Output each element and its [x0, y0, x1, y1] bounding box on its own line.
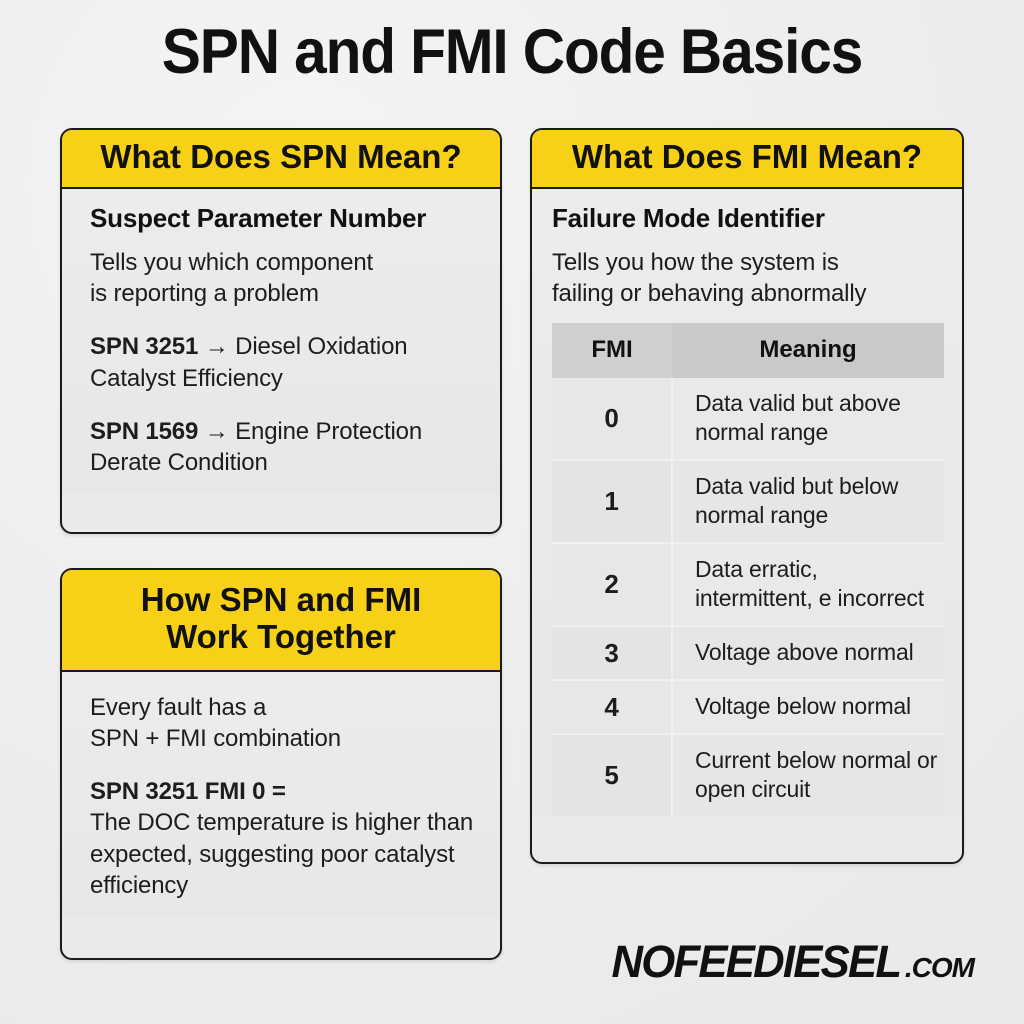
- spn-example-2-code: SPN 1569: [90, 417, 199, 445]
- spn-description-line-2: is reporting a problem: [90, 280, 319, 308]
- table-row: 5 Current below normal or open circuit: [552, 733, 944, 817]
- fmi-description: Tells you how the system is failing or b…: [552, 247, 944, 309]
- how-intro-line-2: SPN + FMI combination: [90, 725, 341, 753]
- spn-example-2: SPN 1569 → Engine Protection Derate Cond…: [90, 416, 474, 478]
- card-spn-header: What Does SPN Mean?: [62, 130, 500, 189]
- fmi-meaning-cell: Data erratic, intermittent, e incorrect: [672, 542, 944, 627]
- brand-logo-tld: .COM: [904, 952, 975, 983]
- spn-example-1-code: SPN 3251: [90, 333, 199, 361]
- fmi-description-line-2: failing or behaving abnormally: [552, 280, 867, 308]
- table-row: 3 Voltage above normal: [552, 625, 944, 681]
- column-header-meaning: Meaning: [672, 323, 944, 379]
- table-row: 0 Data valid but above normal range: [552, 378, 944, 461]
- spn-description-line-1: Tells you which component: [90, 248, 374, 276]
- fmi-code-cell: 2: [552, 542, 673, 627]
- brand-logo: NOFEEDIESEL.COM: [574, 936, 975, 988]
- how-intro-line-1: Every fault has a: [90, 693, 267, 721]
- card-how-header-line-1: How SPN and FMI: [140, 581, 422, 618]
- fmi-meaning-cell: Voltage below normal: [672, 679, 944, 735]
- card-how-spn-and-fmi-work-together: How SPN and FMI Work Together Every faul…: [60, 568, 502, 960]
- spn-subheading: Suspect Parameter Number: [90, 202, 427, 233]
- table-header-row: FMI Meaning: [552, 323, 944, 379]
- card-how-header-line-2: Work Together: [166, 617, 396, 655]
- fmi-description-line-1: Tells you how the system is: [552, 248, 839, 276]
- how-example-text: The DOC temperature is higher than expec…: [90, 809, 474, 899]
- fmi-code-cell: 5: [552, 733, 673, 817]
- fmi-meaning-cell: Current below normal or open circuit: [672, 733, 944, 817]
- spn-description: Tells you which component is reporting a…: [90, 247, 474, 309]
- fmi-code-cell: 4: [552, 679, 673, 735]
- page-title: SPN and FMI Code Basics: [161, 17, 863, 87]
- fmi-code-cell: 3: [552, 625, 673, 681]
- card-what-does-fmi-mean: What Does FMI Mean? Failure Mode Identif…: [530, 128, 964, 864]
- how-intro: Every fault has a SPN + FMI combination: [90, 692, 474, 754]
- card-what-does-spn-mean: What Does SPN Mean? Suspect Parameter Nu…: [60, 128, 502, 534]
- table-row: 2 Data erratic, intermittent, e incorrec…: [552, 542, 944, 627]
- how-example: SPN 3251 FMI 0 = The DOC temperature is …: [90, 776, 474, 901]
- card-how-body: Every fault has a SPN + FMI combination …: [62, 671, 500, 918]
- spn-example-1-meaning: Diesel Oxidation Catalyst Efficiency: [90, 333, 408, 392]
- fmi-subheading: Failure Mode Identifier: [552, 202, 825, 233]
- brand-logo-name: NOFEEDIESEL: [611, 936, 903, 987]
- card-fmi-header: What Does FMI Mean?: [532, 130, 962, 189]
- fmi-code-cell: 1: [552, 459, 673, 544]
- spn-example-1: SPN 3251 → Diesel Oxidation Catalyst Eff…: [90, 331, 474, 393]
- card-spn-body: Suspect Parameter Number Tells you which…: [62, 188, 500, 495]
- fmi-meaning-cell: Data valid but above normal range: [672, 378, 944, 461]
- column-header-fmi: FMI: [552, 323, 672, 379]
- card-fmi-body: Failure Mode Identifier Tells you how th…: [532, 188, 962, 817]
- fmi-code-table: FMI Meaning 0 Data valid but above norma…: [552, 323, 944, 817]
- how-example-code: SPN 3251 FMI 0 =: [90, 778, 286, 806]
- spn-example-2-meaning: Engine Protection Derate Condition: [90, 417, 423, 476]
- card-how-header: How SPN and FMI Work Together: [62, 570, 500, 672]
- arrow-right-icon: →: [204, 417, 229, 445]
- fmi-meaning-cell: Voltage above normal: [672, 625, 944, 681]
- table-row: 1 Data valid but below normal range: [552, 459, 944, 544]
- table-row: 4 Voltage below normal: [552, 679, 944, 735]
- arrow-right-icon: →: [204, 333, 229, 361]
- fmi-meaning-cell: Data valid but below normal range: [672, 459, 944, 544]
- fmi-table-body: 0 Data valid but above normal range 1 Da…: [552, 378, 944, 817]
- fmi-code-cell: 0: [552, 378, 673, 461]
